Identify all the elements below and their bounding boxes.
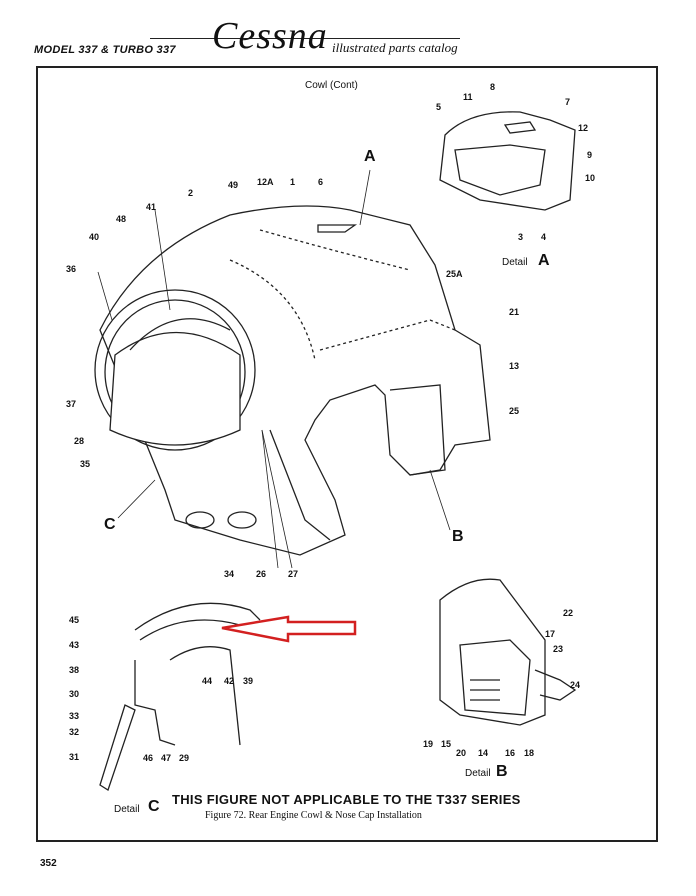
part-label: 23 (553, 644, 564, 654)
part-label: 3 (518, 232, 524, 242)
part-label: 33 (69, 711, 80, 721)
callout-b: B (452, 528, 464, 545)
part-label: 26 (256, 569, 267, 579)
part-label: 19 (423, 739, 434, 749)
detail-b-letter: B (496, 763, 508, 780)
figure-frame (36, 66, 658, 842)
part-label: 18 (524, 748, 535, 758)
detail-c-letter: C (148, 798, 160, 815)
part-label: 32 (69, 727, 80, 737)
part-label: 43 (69, 640, 80, 650)
part-label: 30 (69, 689, 80, 699)
header-rule (150, 38, 460, 39)
model-title: MODEL 337 & TURBO 337 (34, 44, 176, 56)
part-label: 21 (509, 307, 520, 317)
part-label: 15 (441, 739, 452, 749)
section-title: Cowl (Cont) (305, 80, 358, 91)
part-label: 25A (446, 269, 463, 279)
part-label: 20 (456, 748, 467, 758)
part-label: 11 (463, 92, 473, 102)
figure-caption: Figure 72. Rear Engine Cowl & Nose Cap I… (205, 810, 422, 821)
part-label: 6 (318, 177, 324, 187)
cessna-logo: Cessna (212, 15, 328, 57)
part-label: 49 (228, 180, 239, 190)
part-label: 12 (578, 123, 589, 133)
part-label: 12A (257, 177, 274, 187)
part-label: 10 (585, 173, 596, 183)
page-number: 352 (40, 858, 57, 869)
part-label: 42 (224, 676, 235, 686)
part-label: 14 (478, 748, 489, 758)
part-label: 24 (570, 680, 581, 690)
part-label: 2 (188, 188, 194, 198)
notice-text: THIS FIGURE NOT APPLICABLE TO THE T337 S… (172, 792, 521, 807)
part-label: 46 (143, 753, 154, 763)
part-label: 45 (69, 615, 80, 625)
part-label: 38 (69, 665, 80, 675)
part-label: 7 (565, 97, 571, 107)
callout-a: A (364, 148, 376, 165)
part-label: 13 (509, 361, 520, 371)
part-label: 16 (505, 748, 516, 758)
part-label: 27 (288, 569, 299, 579)
part-label: 35 (80, 459, 91, 469)
part-label: 28 (74, 436, 85, 446)
part-label: 1 (290, 177, 296, 187)
part-label: 39 (243, 676, 254, 686)
part-label: 8 (490, 82, 496, 92)
part-label: 25 (509, 406, 520, 416)
part-label: 17 (545, 629, 556, 639)
part-label: 36 (66, 264, 77, 274)
part-label: 47 (161, 753, 172, 763)
part-label: 44 (202, 676, 213, 686)
part-label: 9 (587, 150, 593, 160)
part-label: 41 (146, 202, 157, 212)
part-label: 22 (563, 608, 574, 618)
part-label: 37 (66, 399, 77, 409)
detail-a-letter: A (538, 252, 550, 269)
part-label: 29 (179, 753, 190, 763)
part-label: 5 (436, 102, 442, 112)
part-label: 34 (224, 569, 235, 579)
part-label: 31 (69, 752, 80, 762)
detail-a-label: Detail (502, 257, 528, 268)
part-label: 40 (89, 232, 100, 242)
part-label: 48 (116, 214, 127, 224)
callout-c: C (104, 516, 116, 533)
catalog-title: illustrated parts catalog (332, 40, 458, 55)
detail-c-label: Detail (114, 804, 140, 815)
detail-b-label: Detail (465, 768, 491, 779)
part-label: 4 (541, 232, 547, 242)
